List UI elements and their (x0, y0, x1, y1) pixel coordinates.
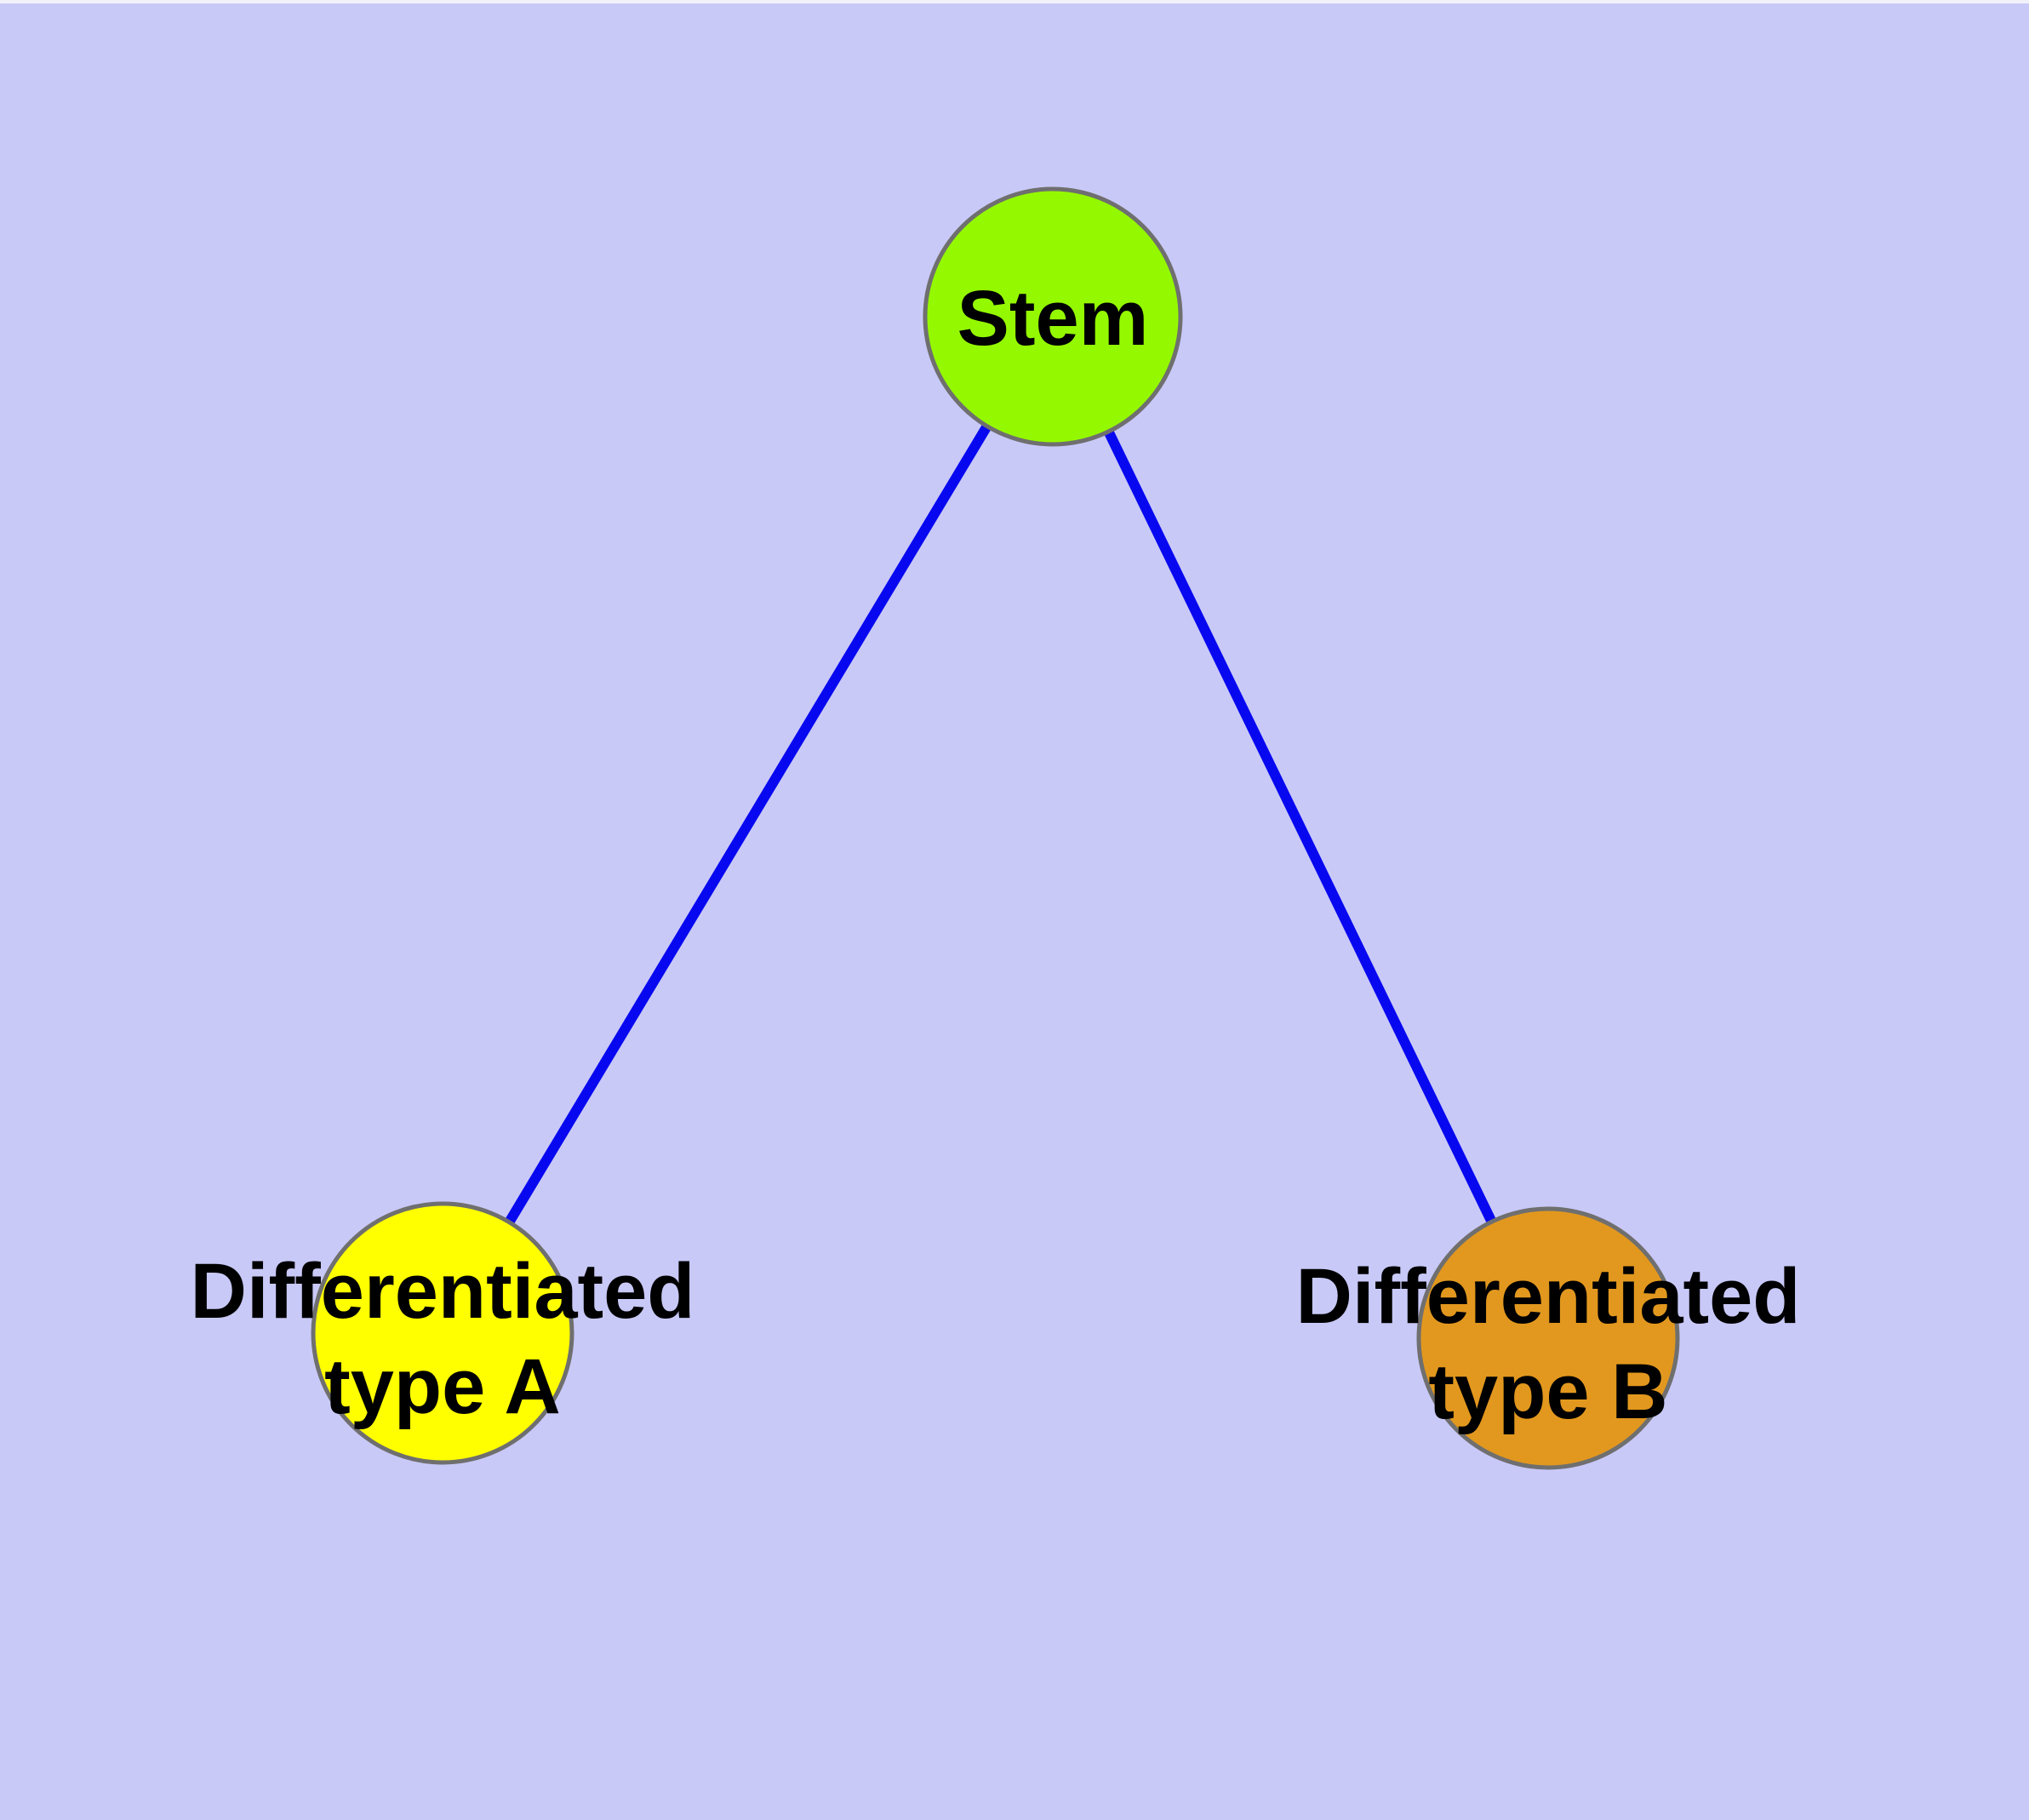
type-a-node-label-line1: Differentiated (191, 1248, 695, 1335)
stem-node-circle[interactable] (923, 186, 1183, 447)
type-b-node-label-line1: Differentiated (1296, 1253, 1801, 1340)
type-a-node-circle[interactable] (311, 1201, 574, 1465)
edges-layer (437, 313, 1553, 1341)
type-b-node-circle[interactable] (1416, 1206, 1680, 1470)
edge-stem-to-type-a (437, 313, 1058, 1336)
node-differentiated-type-b[interactable]: Differentiated type B (1296, 1206, 1801, 1470)
node-stem[interactable]: Stem (923, 186, 1183, 447)
edge-stem-to-type-b (1048, 314, 1553, 1341)
type-b-node-label-line2: type B (1428, 1348, 1667, 1435)
canvas-top-edge (0, 0, 2029, 3)
type-a-node-label-line2: type A (324, 1343, 561, 1430)
node-differentiated-type-a[interactable]: Differentiated type A (191, 1201, 695, 1465)
stem-node-label: Stem (957, 275, 1149, 362)
